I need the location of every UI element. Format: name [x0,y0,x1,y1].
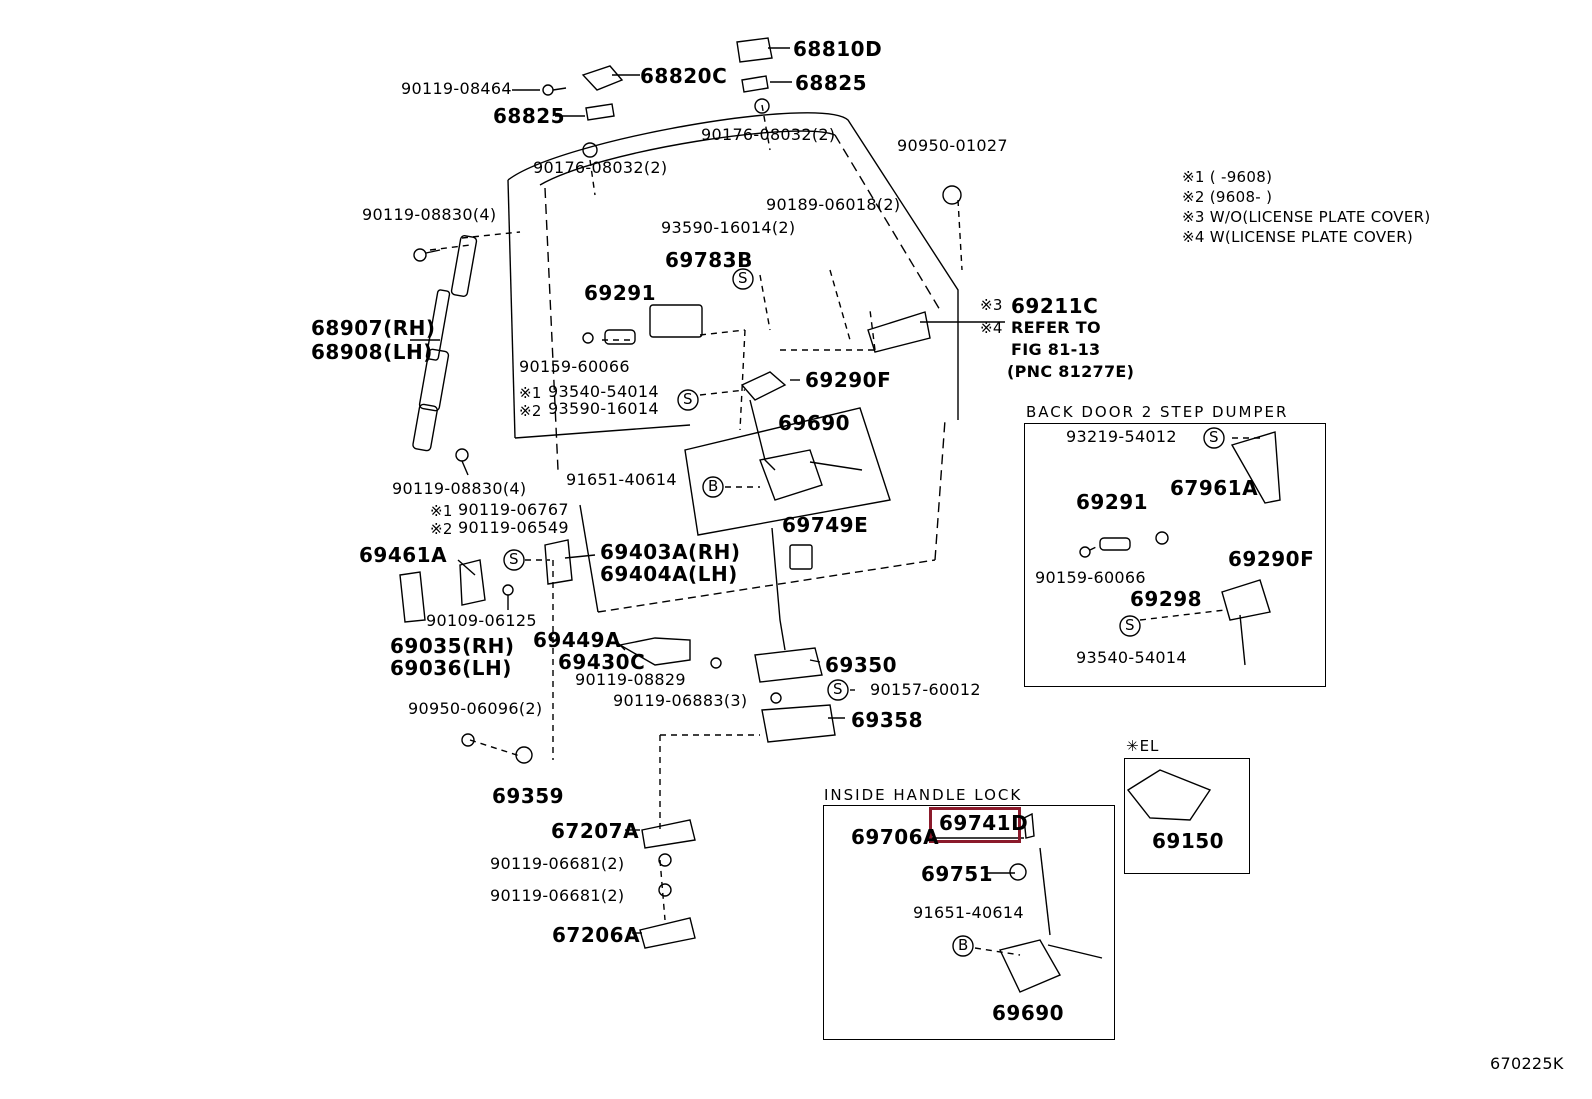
part-90109-06125: 90109-06125 [426,611,537,630]
dumper-box-title: BACK DOOR 2 STEP DUMPER [1026,403,1289,421]
part-68820C: 68820C [640,64,728,88]
marker-b-2: B [958,936,969,954]
part-67206A: 67206A [552,923,641,947]
part-90950-01027: 90950-01027 [897,136,1008,155]
part-93590-16014: 93590-16014 [548,399,659,418]
bolts [413,84,1169,897]
part-90176-08032-right: 90176-08032(2) [701,125,836,144]
part-90119-06549: 90119-06549 [458,518,569,537]
note-1: ※1 ( -9608) [1182,168,1273,186]
part-69449A: 69449A [533,628,622,652]
part-90157-60012: 90157-60012 [870,680,981,699]
part-93540-54014: 93540-54014 [548,382,659,401]
marker-2-b: ※2 [430,520,453,538]
inside-part-69706A: 69706A [851,825,940,849]
part-69290F: 69290F [805,368,892,392]
back-door-outline [507,112,959,613]
part-90119-06681-b: 90119-06681(2) [490,886,625,905]
part-68908-lh: 68908(LH) [311,340,433,364]
inside-part-91651-40614: 91651-40614 [913,903,1024,922]
part-69404A-lh: 69404A(LH) [600,562,738,586]
part-90950-06096: 90950-06096(2) [408,699,543,718]
part-69035-rh: 69035(RH) [390,634,515,658]
part-68825-top: 68825 [795,71,868,95]
refer-to-line3: (PNC 81277E) [1007,362,1135,381]
marker-s-6: S [1125,616,1135,634]
dumper-box [1024,423,1326,687]
part-68825-left: 68825 [493,104,566,128]
marker-1-a: ※1 [519,384,542,402]
gas-strut [412,235,478,452]
part-69783B: 69783B [665,248,753,272]
part-68810D: 68810D [793,37,883,61]
dumper-part-93219-54012: 93219-54012 [1066,427,1177,446]
inside-part-69751: 69751 [921,862,994,886]
inside-handle-box [823,805,1115,1040]
part-90189-06018: 90189-06018(2) [766,195,901,214]
part-69358: 69358 [851,708,924,732]
part-69291: 69291 [584,281,657,305]
mechanism-parts [399,304,931,949]
part-90119-06767: 90119-06767 [458,500,569,519]
marker-s-3: S [509,550,519,568]
dumper-part-93540-54014: 93540-54014 [1076,648,1187,667]
el-box [1124,758,1250,874]
marker-circles [503,268,1225,957]
part-69403A-rh: 69403A(RH) [600,540,741,564]
dumper-part-69290F: 69290F [1228,547,1315,571]
note-4: ※4 W(LICENSE PLATE COVER) [1182,228,1414,246]
marker-1-b: ※1 [430,502,453,520]
marker-s-4: S [833,680,843,698]
marker-s-5: S [1209,428,1219,446]
note-2: ※2 (9608- ) [1182,188,1273,206]
figure-code: 670225K [1490,1054,1564,1073]
inside-handle-box-title: INSIDE HANDLE LOCK [824,786,1023,804]
marker-2-a: ※2 [519,402,542,420]
part-69036-lh: 69036(LH) [390,656,512,680]
part-67207A: 67207A [551,819,640,843]
solid-leaders [410,47,1024,934]
hinge-parts [581,37,773,121]
marker-4: ※4 [980,319,1003,337]
dumper-part-69291: 69291 [1076,490,1149,514]
part-90119-08830-top: 90119-08830(4) [362,205,497,224]
notes-legend: ※1 ( -9608) ※2 (9608- ) ※3 W/O(LICENSE P… [1182,170,1431,245]
marker-s-2: S [683,390,693,408]
leader-lines [429,104,1260,956]
part-90119-08830-bottom: 90119-08830(4) [392,479,527,498]
part-69430C: 69430C [558,650,646,674]
refer-to-line2: FIG 81-13 [1011,340,1101,359]
marker-3: ※3 [980,296,1003,314]
note-3: ※3 W/O(LICENSE PLATE COVER) [1182,208,1431,226]
inside-part-69690: 69690 [992,1001,1065,1025]
marker-s-1: S [738,269,748,287]
part-90119-08464: 90119-08464 [401,79,512,98]
refer-to-line1: REFER TO [1011,318,1101,337]
dumper-part-67961A: 67961A [1170,476,1259,500]
dumper-part-69298: 69298 [1130,587,1203,611]
highlight-69741D [929,807,1021,843]
part-90119-08829: 90119-08829 [575,670,686,689]
part-69690: 69690 [778,411,851,435]
inside-handle-parts [999,431,1281,993]
part-68907-rh: 68907(RH) [311,316,436,340]
lock-panel-outline [684,407,891,536]
part-69749E: 69749E [782,513,869,537]
marker-b-1: B [708,477,719,495]
part-91651-40614: 91651-40614 [566,470,677,489]
part-69211C: 69211C [1011,294,1099,318]
part-69461A: 69461A [359,543,448,567]
part-90176-08032-left: 90176-08032(2) [533,158,668,177]
inside-part-69741D: 69741D [939,811,1029,835]
part-90119-06681-a: 90119-06681(2) [490,854,625,873]
el-part-69150: 69150 [1152,829,1225,853]
el-box-title: ✳EL [1126,737,1160,755]
part-69359: 69359 [492,784,565,808]
part-69350: 69350 [825,653,898,677]
part-93590-16014-2: 93590-16014(2) [661,218,796,237]
dumper-part-90159-60066: 90159-60066 [1035,568,1146,587]
part-90119-06883: 90119-06883(3) [613,691,748,710]
part-90159-60066: 90159-60066 [519,357,630,376]
